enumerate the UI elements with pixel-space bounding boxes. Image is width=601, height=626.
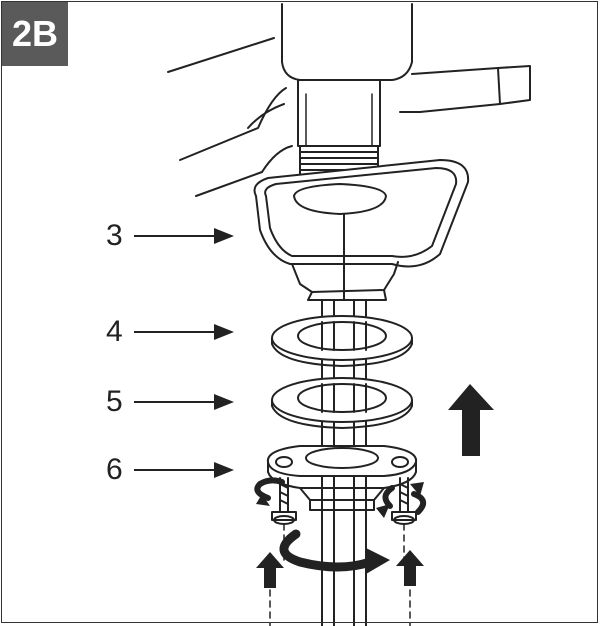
callout-label-4: 4 xyxy=(106,315,123,348)
arrow-right-icon xyxy=(134,394,234,410)
faucet-body xyxy=(167,3,531,197)
washer-5 xyxy=(271,377,413,429)
rotate-arrow-icon xyxy=(254,477,285,506)
rotate-arrow-icon xyxy=(376,482,427,518)
callout-label-3: 3 xyxy=(106,219,123,252)
mounting-plate-6 xyxy=(266,445,418,511)
arrow-up-icon xyxy=(448,384,494,456)
figure-badge: 2B xyxy=(2,2,68,66)
axis-lines xyxy=(269,523,411,626)
arrow-right-icon xyxy=(134,228,234,244)
washer-4 xyxy=(271,315,413,367)
arrow-up-icon xyxy=(396,550,424,586)
arrow-right-icon xyxy=(134,462,234,478)
callout-label-5: 5 xyxy=(106,385,123,418)
arrow-right-icon xyxy=(134,324,234,340)
callout-label-6: 6 xyxy=(106,453,123,486)
rotate-arrow-icon xyxy=(279,529,390,574)
arrow-up-icon xyxy=(256,552,284,588)
triangular-gasket xyxy=(253,159,470,301)
